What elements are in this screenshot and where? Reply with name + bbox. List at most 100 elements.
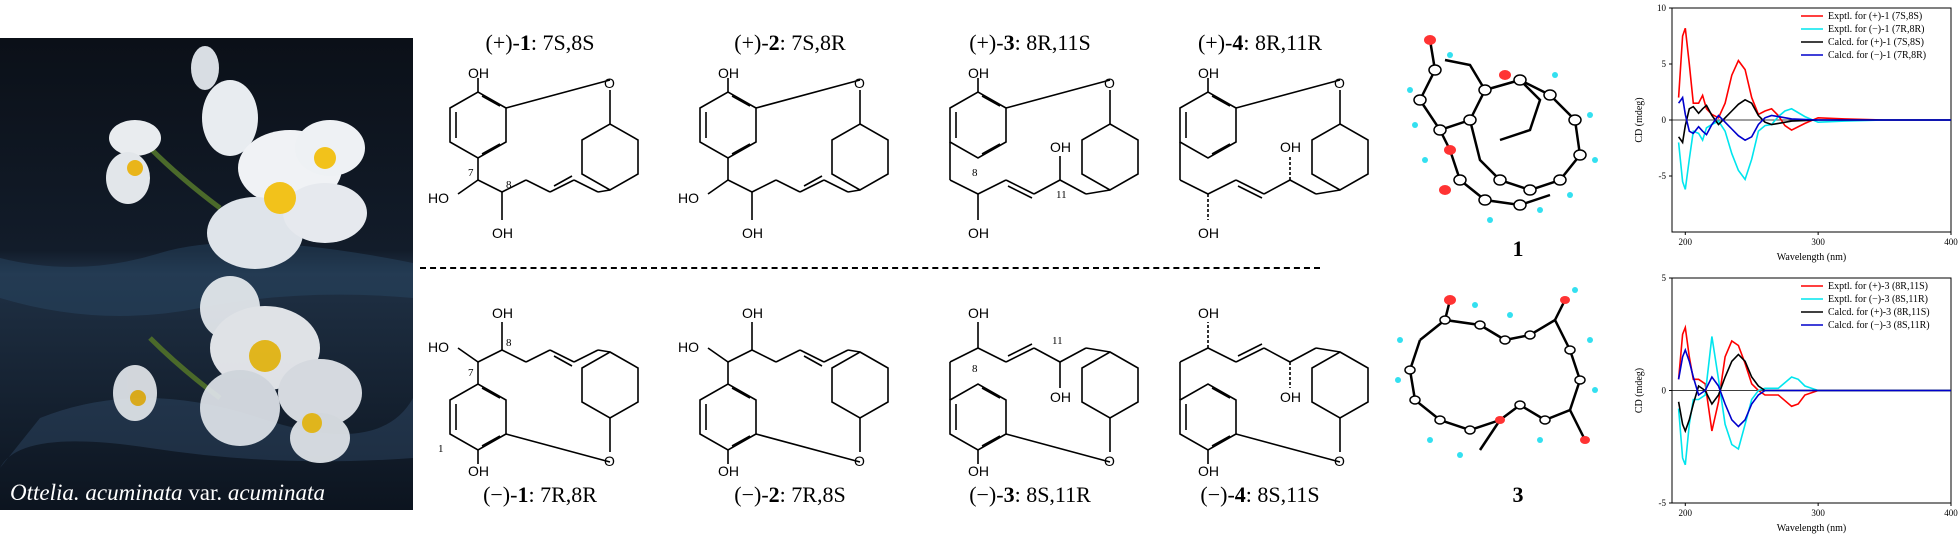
- atom-o: O: [604, 453, 615, 469]
- structure-plus-4: OH O OH OH: [1179, 68, 1369, 241]
- atom-oh-2: OH: [968, 225, 989, 241]
- x-tick-label: 400: [1944, 508, 1958, 518]
- legend-label: Exptl. for (+)-1 (7S,8S): [1828, 11, 1922, 22]
- atom-oh-3: OH: [1280, 389, 1301, 405]
- atom-oh-2: OH: [742, 305, 763, 321]
- locant-11: 11: [1056, 189, 1067, 201]
- atom-oh: OH: [468, 68, 489, 81]
- locant-8: 8: [506, 337, 512, 349]
- atom-o: O: [1104, 75, 1115, 91]
- atom-oh: OH: [968, 463, 989, 476]
- caption-var: var.: [188, 480, 228, 505]
- atom-oh-2: OH: [492, 225, 513, 241]
- label-minus-2: (−)-2: 7R,8S: [734, 482, 846, 507]
- label-minus-3: (−)-3: 8S,11R: [969, 482, 1091, 507]
- structure-plus-1: OH O HO OH 7 8: [428, 68, 639, 241]
- series-line: [1677, 27, 1951, 132]
- x-tick-label: 200: [1679, 508, 1693, 518]
- label-plus-1: (+)-1: 7S,8S: [485, 30, 595, 55]
- structure-minus-2: OH O HO OH: [678, 305, 889, 476]
- atom-oh-2: OH: [1198, 225, 1219, 241]
- locant-8: 8: [506, 179, 512, 191]
- structure-plus-2: OH O HO OH: [678, 68, 889, 241]
- label-minus-4: (−)-4: 8S,11S: [1200, 482, 1320, 507]
- atom-oh: OH: [1198, 68, 1219, 81]
- photo-caption: Ottelia. acuminata var. acuminata: [10, 480, 410, 506]
- label-plus-2: (+)-2: 7S,8R: [734, 30, 846, 55]
- atom-o: O: [604, 75, 615, 91]
- y-tick-label: 10: [1657, 3, 1667, 13]
- atom-o: O: [1104, 453, 1115, 469]
- x-tick-label: 200: [1679, 237, 1693, 247]
- label-plus-4: (+)-4: 8R,11R: [1197, 30, 1323, 55]
- series-line: [1677, 353, 1951, 434]
- xray-structure-1: [1407, 35, 1598, 223]
- atom-oh: OH: [718, 463, 739, 476]
- xray-label-1: 1: [1512, 236, 1524, 261]
- x-tick-label: 300: [1811, 237, 1825, 247]
- xray-structure-3: [1395, 287, 1598, 458]
- y-tick-label: 5: [1662, 273, 1667, 283]
- atom-oh: OH: [718, 68, 739, 81]
- x-axis-label: Wavelength (nm): [1777, 523, 1846, 534]
- y-tick-label: 0: [1662, 115, 1667, 125]
- series-line: [1677, 98, 1951, 145]
- caption-variety: acuminata: [227, 480, 325, 505]
- structure-minus-4: OH O OH OH: [1179, 305, 1369, 476]
- locant-1: 1: [438, 443, 444, 455]
- atom-oh-3: OH: [1050, 389, 1071, 405]
- enantiomer-divider: [420, 267, 1320, 269]
- legend-label: Calcd. for (−)-1 (7R,8R): [1828, 50, 1926, 61]
- legend-label: Exptl. for (−)-3 (8S,11R): [1828, 294, 1928, 305]
- atom-o: O: [1334, 453, 1345, 469]
- atom-oh: OH: [968, 68, 989, 81]
- locant-8: 8: [972, 363, 978, 375]
- atom-oh-3: OH: [1050, 139, 1071, 155]
- legend-label: Exptl. for (−)-1 (7R,8R): [1828, 24, 1924, 35]
- structure-plus-3: OH O OH OH 8 11: [949, 68, 1139, 241]
- locant-7: 7: [468, 367, 474, 379]
- structure-minus-1: OH O HO OH 7 8 1: [428, 305, 639, 476]
- locant-11: 11: [1052, 335, 1063, 347]
- atom-o: O: [854, 453, 865, 469]
- atom-oh-2: OH: [742, 225, 763, 241]
- x-axis-label: Wavelength (nm): [1777, 252, 1846, 263]
- flower-reflection: [113, 276, 362, 463]
- atom-oh-3: OH: [1280, 139, 1301, 155]
- series-line: [1677, 95, 1951, 142]
- atom-ho: HO: [678, 339, 699, 355]
- xray-label-3: 3: [1512, 482, 1524, 507]
- y-tick-label: 5: [1662, 59, 1667, 69]
- flower-upper: [106, 46, 367, 269]
- atom-oh-2: OH: [968, 305, 989, 321]
- legend-label: Calcd. for (−)-3 (8S,11R): [1828, 320, 1930, 331]
- label-minus-1: (−)-1: 7R,8R: [483, 482, 597, 507]
- caption-species: Ottelia. acuminata: [10, 480, 189, 505]
- locant-7: 7: [468, 167, 474, 179]
- y-axis-label: CD (mdeg): [1634, 368, 1645, 413]
- atom-oh: OH: [1198, 463, 1219, 476]
- atom-oh-2: OH: [1198, 305, 1219, 321]
- atom-oh: OH: [468, 463, 489, 476]
- plant-photo: Ottelia. acuminata var. acuminata: [0, 38, 413, 510]
- label-plus-3: (+)-3: 8R,11S: [969, 30, 1091, 55]
- atom-ho: HO: [428, 339, 449, 355]
- x-tick-label: 300: [1811, 508, 1825, 518]
- y-tick-label: -5: [1659, 171, 1667, 181]
- atom-ho: HO: [678, 190, 699, 206]
- series-line: [1677, 324, 1951, 432]
- legend-label: Exptl. for (+)-3 (8R,11S): [1828, 281, 1928, 292]
- legend-label: Calcd. for (+)-3 (8R,11S): [1828, 307, 1930, 318]
- atom-o: O: [1334, 75, 1345, 91]
- x-tick-label: 400: [1944, 237, 1958, 247]
- flower-image: [0, 38, 413, 510]
- y-tick-label: -5: [1659, 498, 1667, 508]
- structure-minus-3: OH O OH OH 8 11: [949, 305, 1139, 476]
- series-line: [1677, 347, 1951, 428]
- atom-oh-2: OH: [492, 305, 513, 321]
- atom-ho: HO: [428, 190, 449, 206]
- legend-label: Calcd. for (+)-1 (7S,8S): [1828, 37, 1924, 48]
- y-axis-label: CD (mdeg): [1634, 97, 1645, 142]
